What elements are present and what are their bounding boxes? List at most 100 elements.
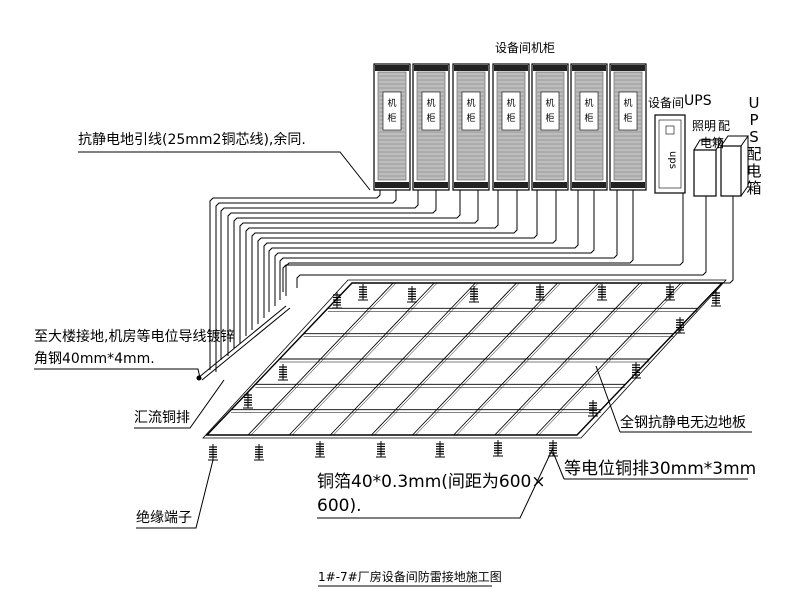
lighting-box-label-1: 照明 [692, 119, 717, 133]
cabinet-bottom-band [494, 182, 528, 188]
ups-unit: ups [654, 114, 686, 194]
cabinet-label-char-bottom: 柜 [426, 112, 435, 124]
insulator-terminal [493, 440, 503, 457]
cabinet-ground-lead [245, 190, 499, 336]
cabinet-label-char-bottom: 柜 [387, 112, 396, 124]
cabinet-1: 机柜 [373, 63, 411, 191]
insulator-terminal [435, 441, 445, 458]
cabinet-title: 设备间机柜 [495, 41, 556, 55]
copper-foil-grid-col [247, 282, 394, 436]
cabinet-bottom-band [611, 182, 645, 188]
insulator-terminal [588, 400, 598, 417]
cabinet-ground-lead [279, 190, 618, 300]
equipotential-bar-label: 等电位铜排30mm*3mm [564, 459, 757, 479]
floor-leader [595, 365, 621, 433]
cabinet-top-band [572, 65, 606, 71]
cabinet-top-band [414, 65, 448, 71]
copper-foil-grid-col-edge [456, 282, 602, 436]
copper-foil-grid-col-edge [538, 282, 685, 436]
ups-dist-box-top [720, 135, 749, 197]
insulator-terminal [254, 444, 264, 461]
cabinet-ground-lead [209, 190, 381, 370]
cabinet-bottom-band [572, 182, 606, 188]
copper-busbar [197, 305, 287, 379]
cabinet-top-band [375, 65, 409, 71]
lighting-box-label-2: 电箱 [700, 136, 725, 150]
ups-box-text: ups [667, 151, 678, 169]
ground-lead-wires [196, 190, 734, 381]
ups-label: UPS [684, 93, 712, 109]
cabinet-label-char-bottom: 柜 [545, 112, 554, 124]
insulator-terminal [315, 441, 325, 458]
copper-foil-grid-col-edge [250, 282, 397, 436]
lighting-distribution-box [693, 149, 717, 197]
cabinet-ground-lead [263, 190, 557, 318]
cabinet-bottom-band [375, 182, 409, 188]
cabinet-ground-lead [251, 190, 518, 330]
ups-indicator [665, 125, 675, 135]
insulator-leader [136, 459, 214, 529]
copper-foil-grid-col [535, 282, 682, 436]
cabinet-top-band [454, 65, 488, 71]
cabinet-label-panel [421, 91, 441, 131]
raised-floor-grid [202, 279, 727, 439]
building-ground-label-2: 角钢40mm*4mm. [34, 351, 155, 367]
cabinet-ground-lead [215, 190, 397, 372]
cabinet-ground-lead [268, 190, 579, 312]
insulator-terminals [208, 284, 721, 461]
cabinet-label-panel [618, 91, 638, 131]
insulator-terminal [469, 286, 479, 303]
cabinet-label-char-top: 机 [426, 97, 435, 109]
copper-foil-leader [317, 447, 554, 519]
cabinet-label-char-bottom: 柜 [623, 112, 632, 124]
copper-foil-grid-col [330, 282, 476, 436]
cabinet-label-char-top: 机 [466, 97, 475, 109]
equipment-boxes: ups [654, 114, 749, 197]
copper-foil-grid-col-edge [333, 282, 479, 436]
copper-foil-grid-col [494, 282, 641, 436]
cabinet-ground-lead [239, 190, 479, 344]
cabinet-bottom-band [454, 182, 488, 188]
copper-foil-grid-col [453, 282, 599, 436]
insulator-terminal [535, 284, 545, 301]
equipment-room-label: 设备间 [648, 96, 685, 110]
cabinet-ground-lead [220, 190, 419, 360]
ups-distribution-box-label: U P S 配 电 箱 [746, 94, 762, 197]
insulator-label: 绝缘端子 [136, 510, 192, 526]
lighting-box-ground-lead [296, 196, 707, 288]
cabinet-ground-lead [285, 190, 634, 296]
cabinet-label-char-top: 机 [623, 97, 632, 109]
copper-foil-grid-col-edge [374, 282, 520, 436]
cabinet-label-panel [579, 91, 599, 131]
copper-foil-grid-col [371, 282, 517, 436]
cabinet-label-panel [501, 91, 521, 131]
busbar-end-point [196, 375, 202, 381]
antistatic-lead-label: 抗静电地引线(25mm2铜芯线),余同. [78, 132, 306, 148]
insulator-terminal [278, 364, 288, 381]
cabinet-label-char-bottom: 柜 [506, 112, 515, 124]
cabinet-bottom-band [533, 182, 567, 188]
drawing-title: 1#-7#厂房设备间防雷接地施工图 [318, 570, 502, 584]
busbar-label: 汇流铜排 [134, 410, 190, 426]
ups-distribution-box [720, 145, 742, 197]
cabinet-bottom-band [414, 182, 448, 188]
insulator-terminal [243, 392, 253, 409]
cabinet-3: 机柜 [452, 63, 490, 191]
ups-box [654, 114, 686, 194]
floor-outer-edge [202, 279, 727, 439]
insulator-terminal [208, 444, 218, 461]
insulator-terminal [358, 284, 368, 301]
cabinet-label-panel [461, 91, 481, 131]
building-ground-label-1: 至大楼接地,机房等电位导线镀锌 [34, 329, 235, 345]
copper-foil-grid-col-edge [415, 282, 561, 436]
cabinet-5: 机柜 [531, 63, 569, 191]
ups-dist-box-ground-lead [722, 196, 734, 284]
lighting-box-top [693, 139, 723, 151]
cabinet-label-panel [382, 91, 402, 131]
copper-foil-grid-col [288, 282, 435, 436]
cabinet-top-band [494, 65, 528, 71]
cabinet-label-char-bottom: 柜 [584, 112, 593, 124]
insulator-terminal [376, 441, 386, 458]
